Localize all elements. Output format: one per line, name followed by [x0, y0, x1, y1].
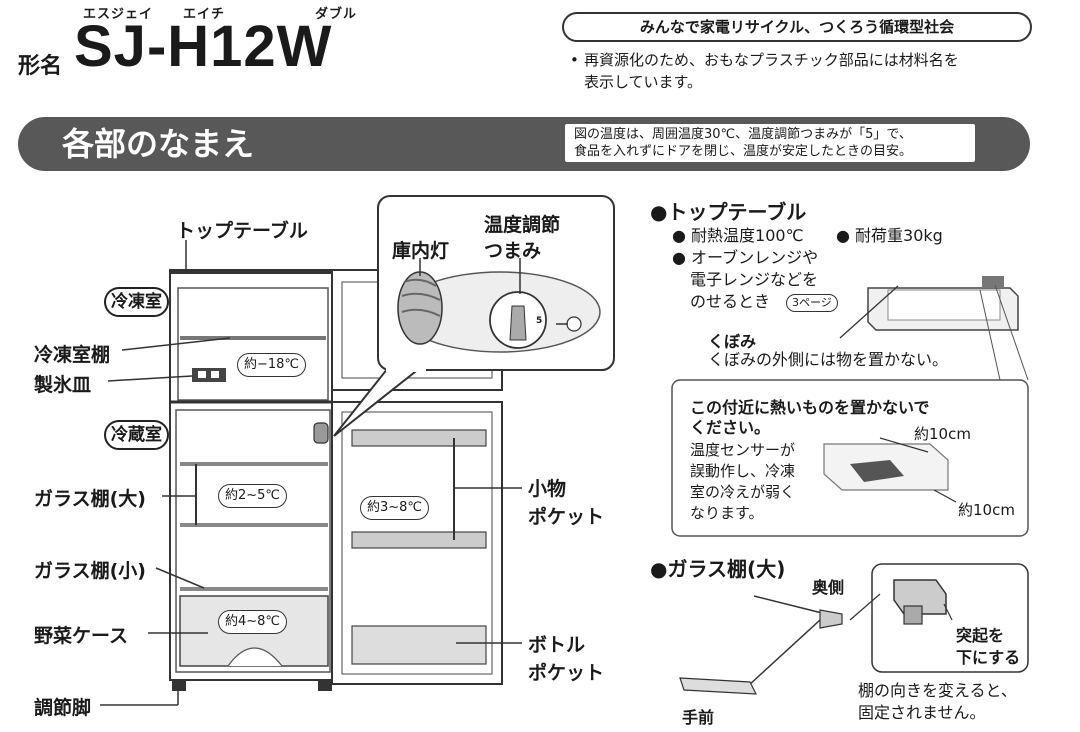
warning-title-2: ください。: [690, 418, 771, 437]
freezer-compartment: [177, 287, 329, 401]
model-prefix: 形名: [18, 54, 63, 79]
glass-shelf-front: [679, 677, 757, 695]
section-note-line1: 図の温度は、周囲温度30℃、温度調節つまみが「5」で、: [574, 127, 912, 142]
temp-freezer: 約−18℃: [237, 353, 307, 377]
label-temp-knob-2: つまみ: [484, 240, 542, 262]
warning-title-1: この付近に熱いものを置かないで: [690, 398, 930, 417]
top-table-spec-heat: ● 耐熱温度100℃: [672, 226, 804, 245]
label-protrusion-2: 下にする: [956, 648, 1021, 667]
ice-tray-shape: [192, 368, 226, 382]
glass-shelf-large-1: [180, 462, 328, 466]
model-furigana-3: ダブル: [315, 7, 358, 22]
label-glass-shelf-small: ガラス棚(小): [34, 560, 146, 582]
temp-door: 約3~8℃: [360, 496, 430, 520]
model-furigana-1: エスジェイ: [83, 7, 154, 22]
lamp-shape: [313, 422, 329, 444]
label-fridge-room: 冷蔵室: [104, 420, 169, 450]
label-vegetable-case: 野菜ケース: [34, 625, 129, 647]
glass-shelf-note-2: 固定されません。: [858, 703, 986, 722]
model-furigana-2: エイチ: [183, 7, 226, 22]
small-pocket-upper: [351, 429, 487, 447]
label-freezer-room: 冷凍室: [104, 287, 169, 317]
top-table-spec-load: ● 耐荷重30kg: [836, 226, 943, 245]
label-back-side: 奥側: [812, 578, 845, 597]
page-ref-link[interactable]: 3ページ: [786, 294, 838, 312]
recycle-line1: 再資源化のため、おもなプラスチック部品には材料名を: [584, 51, 959, 69]
label-temp-knob-1: 温度調節: [484, 214, 561, 236]
recycle-bullet: •: [570, 51, 579, 69]
adjust-foot-right: [318, 681, 332, 691]
warning-dimension-1: 約10cm: [914, 425, 971, 443]
sensor-highlight: [850, 460, 904, 482]
glass-shelf-side: [747, 619, 821, 687]
glass-shelf-heading: ●ガラス棚(大): [650, 557, 786, 581]
label-bottle-pocket-2: ポケット: [528, 662, 605, 684]
section-title: 各部のなまえ: [62, 125, 255, 163]
section-note-line2: 食品を入れずにドアを閉じ、温度が安定したときの目安。: [574, 144, 913, 159]
label-bottle-pocket-1: ボトル: [528, 634, 586, 656]
label-top-table: トップテーブル: [176, 220, 308, 242]
label-small-pocket-2: ポケット: [528, 506, 605, 528]
label-front-side: 手前: [682, 708, 715, 727]
glass-shelf-small: [180, 587, 328, 591]
recycle-title: みんなで家電リサイクル、つくろう循環型社会: [562, 12, 1032, 42]
top-table-item-3: のせるとき: [690, 292, 771, 311]
label-glass-shelf-large: ガラス棚(大): [34, 488, 146, 510]
top-table-item-1: ● オーブンレンジや: [672, 248, 819, 267]
top-table-heading: ●トップテーブル: [650, 200, 807, 224]
freezer-shelf: [180, 336, 326, 340]
warning-body-3: 室の冷えが弱く: [690, 483, 796, 501]
label-freezer-shelf: 冷凍室棚: [34, 344, 111, 366]
small-pocket-lower: [351, 531, 487, 549]
recycle-line2: 表示しています。: [584, 73, 703, 91]
warning-dimension-2: 約10cm: [958, 501, 1015, 519]
temp-fridge: 約2~5℃: [218, 484, 288, 508]
section-note-box: [565, 124, 975, 162]
warning-body-4: なります。: [690, 504, 764, 522]
model-number: SJ-H12W: [74, 14, 333, 79]
warning-body-1: 温度センサーが: [690, 441, 796, 459]
label-small-pocket-1: 小物: [528, 478, 567, 500]
temp-vegetable: 約4~8℃: [218, 610, 288, 634]
label-kubomi: くぼみ: [708, 332, 757, 351]
adjust-foot-left: [172, 681, 186, 691]
top-table-item-2: 電子レンジなどを: [690, 270, 819, 289]
glass-shelf-note-1: 棚の向きを変えると、: [858, 681, 1017, 700]
warning-body-2: 誤動作し、冷凍: [690, 462, 796, 480]
label-interior-lamp: 庫内灯: [392, 240, 450, 262]
sensor-area: [982, 276, 1004, 288]
kubomi-note: くぼみの外側には物を置かない。: [708, 350, 949, 369]
label-protrusion-1: 突起を: [956, 626, 1005, 645]
knob-mark: 5: [536, 316, 543, 326]
bottle-pocket-shape: [351, 625, 487, 665]
label-ice-tray: 製氷皿: [34, 374, 92, 396]
glass-shelf-large-2: [180, 523, 328, 527]
label-adjust-feet: 調節脚: [34, 697, 92, 719]
